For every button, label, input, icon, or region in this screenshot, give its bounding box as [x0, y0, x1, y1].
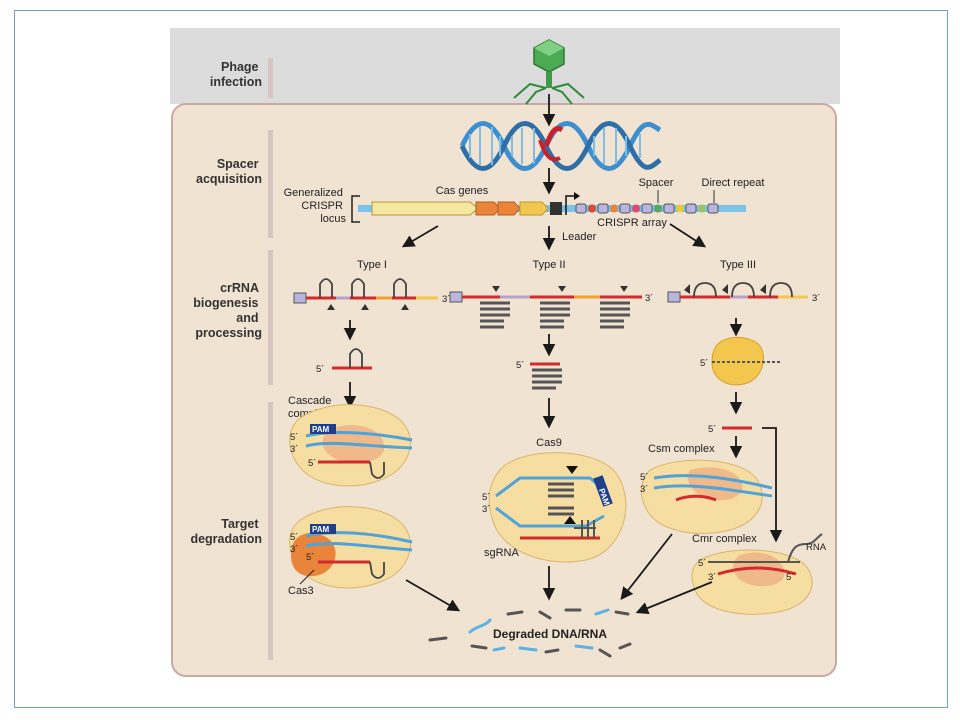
- cmr-rna-label: RNA: [806, 542, 827, 553]
- cas-genes-label: Cas genes: [436, 185, 489, 197]
- cascade-3end: 3´: [290, 444, 298, 455]
- cascade2-pam-label: PAM: [312, 525, 330, 534]
- cascade-5end: 5´: [290, 432, 298, 443]
- leader-label: Leader: [562, 231, 597, 243]
- type1-precursor: [293, 278, 438, 310]
- type3-label: Type III: [720, 259, 756, 271]
- type3-crrna-5end: 5´: [700, 358, 708, 369]
- stage-bar-spacer: [268, 130, 273, 238]
- cmr-3end: 3´: [708, 572, 716, 583]
- stage-bar-crrna: [268, 250, 273, 385]
- cmr-complex: [691, 533, 823, 615]
- cascade-pam-label: PAM: [312, 425, 330, 434]
- type3-precursor: [667, 282, 808, 303]
- cas3-pointer: [299, 569, 315, 585]
- stage-label-spacer: Spacer acquisition: [196, 157, 262, 186]
- stage-label-phage: Phage infection: [210, 60, 262, 89]
- phage-strip: [170, 28, 840, 104]
- type2-crrna: [530, 362, 562, 390]
- type2-precursor: [449, 286, 642, 329]
- cmr-crrna-5end: 5´: [786, 572, 794, 583]
- type1-3end: 3´: [442, 294, 450, 305]
- type3-3end: 3´: [812, 293, 820, 304]
- cmr-label: Cmr complex: [692, 533, 757, 545]
- dna-helix: [459, 121, 662, 171]
- cascade-cas3-complex: [289, 506, 413, 589]
- locus-name: Generalized CRISPR locus: [284, 187, 347, 225]
- sgrna-label: sgRNA: [484, 547, 520, 559]
- csm-label: Csm complex: [648, 443, 715, 455]
- arrow-cmr-degraded: [635, 581, 713, 615]
- type1-crrna-5end: 5´: [316, 364, 324, 375]
- cas6-enzyme: [711, 337, 780, 386]
- arrow-to-type1: [401, 225, 439, 248]
- stage-label-crrna: crRNA biogenesis and processing: [193, 281, 262, 340]
- csm-3end: 3´: [640, 484, 648, 495]
- type1-crrna: [332, 348, 372, 370]
- crispr-locus: [351, 190, 746, 223]
- cas9-label: Cas9: [536, 437, 562, 449]
- degraded-fragments: [428, 608, 632, 658]
- direct-repeat-label: Direct repeat: [702, 177, 765, 189]
- stage-label-target: Target degradation: [190, 517, 262, 546]
- type2-3end: 3´: [645, 293, 653, 304]
- type1-label: Type I: [357, 259, 387, 271]
- stage-bar-target: [268, 402, 273, 660]
- arrow-csm-degraded: [620, 533, 673, 600]
- csm-complex: [641, 459, 773, 534]
- phage-icon: [513, 39, 585, 105]
- cascade2-crrna-5end: 5´: [306, 552, 314, 563]
- type2-crrna-5end: 5´: [516, 360, 524, 371]
- csm-5end: 5´: [640, 472, 648, 483]
- cas9-complex: [488, 452, 627, 563]
- spacer-label: Spacer: [639, 177, 674, 189]
- arrow-cascade-degraded: [405, 579, 461, 612]
- arrow-to-cmr: [762, 427, 783, 543]
- cascade2-5end: 5´: [290, 532, 298, 543]
- arrow-to-type3: [669, 223, 707, 248]
- figure-frame: [14, 10, 948, 708]
- cas9-3end: 3´: [482, 504, 490, 515]
- cas3-label: Cas3: [288, 585, 314, 597]
- type3-mature-5end: 5´: [708, 424, 716, 435]
- cas9-5end: 5´: [482, 492, 490, 503]
- cascade2-3end: 3´: [290, 544, 298, 555]
- crispr-array-label: CRISPR array: [597, 217, 667, 229]
- cmr-5end: 5´: [698, 558, 706, 569]
- cascade-crrna-5end: 5´: [308, 458, 316, 469]
- stage-bar-phage: [268, 58, 273, 98]
- degraded-label: Degraded DNA/RNA: [493, 627, 607, 641]
- type2-label: Type II: [532, 259, 565, 271]
- cascade-complex: [289, 404, 413, 487]
